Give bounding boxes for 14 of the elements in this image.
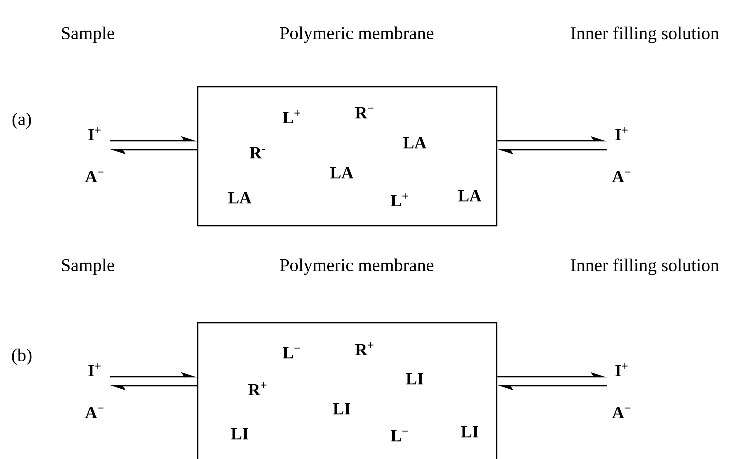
species-group: I$^{+}$ A$^{−}$ — [85, 364, 104, 418]
membrane-box: L$^{−}$ R$^{+}$ R$^{+}$ LI LI LI L$^{−}$ LI — [197, 322, 498, 459]
column-heading: Sample — [62, 26, 114, 44]
species-group: I$^{+}$ A$^{−}$ — [612, 128, 631, 182]
membrane-box: L$^{+}$ R$^{−}$ R$^{-}$ LA LA LA L$^{+}$ LA — [197, 86, 498, 227]
column-heading: Inner filling solution — [571, 258, 720, 276]
column-heading: Sample — [62, 258, 114, 276]
column-heading: Inner filling solution — [571, 26, 720, 44]
species-group: I$^{+}$ A$^{−}$ — [85, 128, 104, 182]
panel-label: (a) — [12, 112, 32, 130]
column-heading: Polymeric membrane — [280, 26, 434, 44]
panel-label: (b) — [12, 348, 32, 366]
column-heading: Polymeric membrane — [280, 258, 434, 276]
species-group: I$^{+}$ A$^{−}$ — [612, 364, 631, 418]
